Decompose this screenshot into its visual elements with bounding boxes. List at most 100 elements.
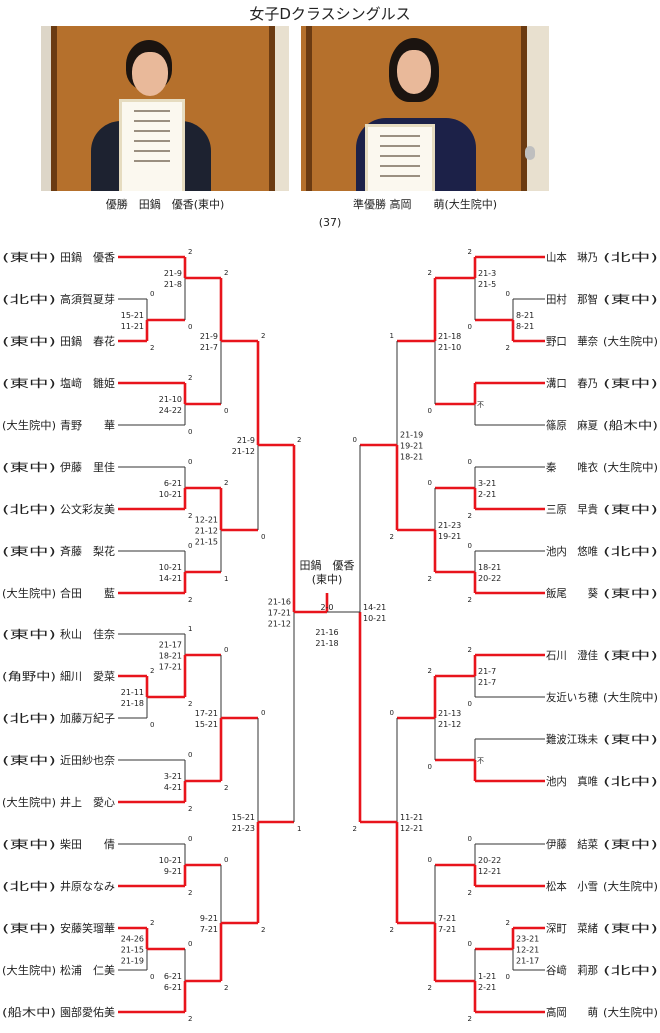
games-won-label: 2 (188, 248, 192, 256)
player-name: 深町 菜緒 (546, 921, 598, 935)
games-won-label: 2 (150, 344, 154, 352)
player-school: (東中) (2, 377, 56, 390)
player-school: (東中) (603, 587, 658, 600)
match-score: 21-10 (159, 395, 182, 404)
match-score: 7-21 (438, 925, 456, 934)
match-score: 17-21 (268, 609, 291, 618)
games-won-label: 2 (150, 919, 154, 927)
player-name: 公文彩友美 (60, 502, 115, 516)
games-won-label: 0 (468, 458, 472, 466)
games-won-label: 2 (188, 374, 192, 382)
games-won-label: 0 (428, 407, 432, 415)
games-won-label: 0 (468, 323, 472, 331)
match-score: 18-21 (478, 563, 501, 572)
match-score: 21-19 (400, 431, 423, 440)
match-score: 21-12 (232, 447, 255, 456)
games-won-label: 2 (390, 926, 394, 934)
match-score: 21-18 (438, 332, 461, 341)
games-won-label: 0 (150, 290, 154, 298)
games-won-label: 2 (297, 436, 301, 444)
games-won-label: 0 (188, 940, 192, 948)
player-name: 篠原 麻夏 (546, 418, 598, 432)
games-won-label: 0 (150, 721, 154, 729)
match-score: 24-22 (159, 406, 182, 415)
final-score: 21-16 (315, 628, 338, 637)
match-score: 18-21 (159, 652, 182, 661)
player-name: 池内 悠唯 (546, 544, 598, 558)
games-won-label: 0 (188, 751, 192, 759)
games-won-label: 2 (261, 926, 265, 934)
games-won-label: 0 (188, 542, 192, 550)
player-name: 秋山 佳奈 (60, 627, 115, 641)
games-won-label: 2 (428, 269, 432, 277)
games-won-label: 1 (390, 332, 394, 340)
player-name: 三原 早貴 (546, 502, 598, 516)
games-won-label: 0 (224, 856, 228, 864)
games-won-label: 2 (188, 805, 192, 813)
match-score: 9-21 (164, 867, 182, 876)
player-school: (東中) (2, 838, 56, 851)
match-score: 12-21 (516, 946, 539, 955)
runner-up-photo (301, 26, 549, 191)
match-score: 10-21 (159, 490, 182, 499)
games-won-label: 2 (390, 533, 394, 541)
match-score: 12-21 (195, 516, 218, 525)
games-won-label: 2 (428, 667, 432, 675)
match-score: 21-16 (268, 598, 291, 607)
games-won-label: 0 (468, 542, 472, 550)
player-name: 高須賀夏芽 (60, 292, 115, 306)
player-school: (東中) (2, 545, 56, 558)
player-name: 高岡 萌 (546, 1005, 598, 1019)
player-school: (東中) (603, 377, 658, 390)
games-won-label: 0 (188, 835, 192, 843)
games-won-label: 2 (224, 784, 228, 792)
match-score: 21-11 (121, 688, 144, 697)
games-won-label: 2 (224, 984, 228, 992)
match-score: 8-21 (516, 311, 534, 320)
player-school: (東中) (2, 335, 56, 348)
games-won-label: 2 (188, 700, 192, 708)
player-school: (東中) (603, 733, 658, 746)
page-title: 女子Dクラスシングルス (249, 5, 411, 23)
match-score: 20-22 (478, 856, 501, 865)
player-name: 池内 真唯 (546, 774, 598, 788)
match-score: 19-21 (400, 442, 423, 451)
player-name: 難波江珠未 (546, 732, 598, 746)
player-school: (東中) (2, 922, 56, 935)
games-won-label: 0 (150, 973, 154, 981)
page-number: (37) (318, 216, 342, 229)
games-won-label: 0 (261, 709, 265, 717)
match-score: 3-21 (478, 479, 496, 488)
player-school: (大生院中) (2, 418, 56, 432)
player-name: 加藤万紀子 (60, 712, 115, 725)
match-score: 21-13 (438, 709, 461, 718)
match-score: 21-17 (516, 957, 539, 966)
match-score: 21-3 (478, 269, 496, 278)
match-score: 21-19 (121, 957, 144, 966)
player-school: (大生院中) (2, 795, 56, 809)
games-won-label: 2 (428, 575, 432, 583)
match-score: 21-23 (232, 824, 255, 833)
player-name: 井原ななみ (60, 879, 115, 893)
player-school: (北中) (603, 964, 658, 977)
games-won-label: 2 (468, 512, 472, 520)
player-name: 斉藤 梨花 (60, 544, 115, 558)
games-won-label: 2 (188, 596, 192, 604)
games-won-label: 0 (188, 458, 192, 466)
player-name: 友近いち穂 (546, 690, 598, 704)
match-score: 21-12 (438, 720, 461, 729)
games-won-label: 2 (261, 332, 265, 340)
games-won-label: 1 (188, 625, 192, 633)
champion-school: (東中) (312, 573, 343, 586)
player-name: 塩﨑 雛姫 (60, 376, 115, 390)
match-score: 21-7 (200, 343, 218, 352)
match-score: 21-7 (478, 678, 496, 687)
match-score: 11-21 (121, 322, 144, 331)
player-name: 秦 唯衣 (546, 460, 598, 474)
walkover-mark: 不 (477, 401, 484, 409)
player-name: 山本 琳乃 (546, 250, 598, 264)
games-won-label: 0 (188, 323, 192, 331)
player-school: (東中) (603, 293, 658, 306)
match-score: 21-18 (121, 699, 144, 708)
player-school: (船木中) (603, 418, 658, 432)
